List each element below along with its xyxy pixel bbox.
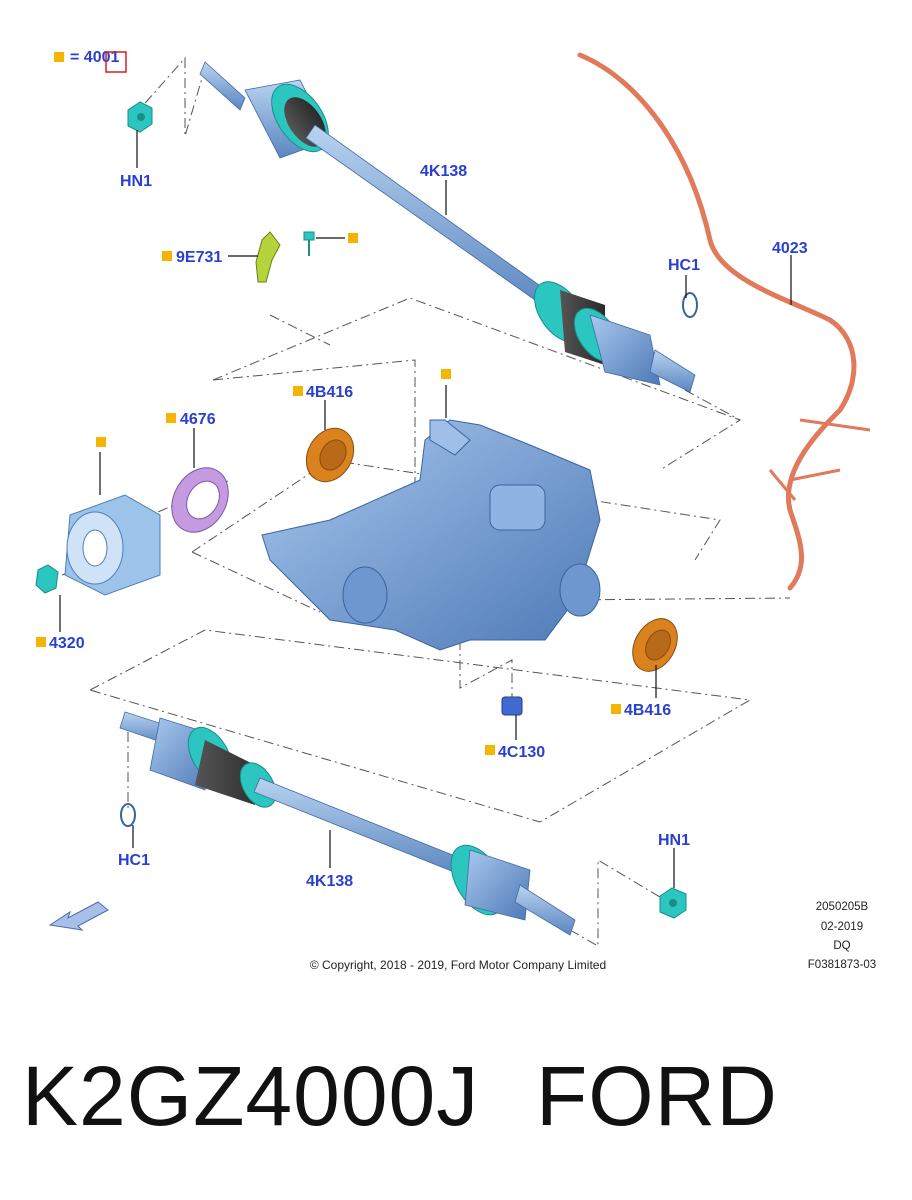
label-4b416-right: 4B416 [624, 702, 671, 719]
copyright-text: © Copyright, 2018 - 2019, Ford Motor Com… [310, 958, 606, 972]
brand-caption: FORD [536, 1049, 778, 1143]
clip-hc1-top [682, 292, 698, 318]
label-4023: 4023 [772, 240, 808, 257]
meta-line-2: 02-2019 [821, 921, 863, 933]
plug-4c130 [501, 696, 523, 716]
legend-text: = 4001 [70, 49, 119, 66]
label-4320: 4320 [49, 635, 85, 652]
leader-lines [59, 130, 792, 888]
marker-squares [36, 52, 621, 755]
label-hc1-top: HC1 [668, 257, 700, 274]
seal-4b416-right [632, 618, 678, 672]
meta-line-1: 2050205B [816, 901, 869, 913]
label-4k138-top: 4K138 [420, 163, 467, 180]
label-4k138-bottom: 4K138 [306, 873, 353, 890]
seal-4b416-left [305, 427, 355, 483]
sensor-9e731 [255, 231, 281, 283]
label-hc1-bottom: HC1 [118, 852, 150, 869]
label-hn1-bottom: HN1 [658, 832, 690, 849]
legend-highlight-box [105, 51, 127, 73]
clip-hc1-bottom [120, 803, 136, 827]
label-4b416-left: 4B416 [306, 384, 353, 401]
label-4c130: 4C130 [498, 744, 545, 761]
drive-shaft-bottom [119, 711, 576, 936]
label-hn1-top: HN1 [120, 173, 152, 190]
seal-4676 [171, 467, 229, 533]
label-9e731: 9E731 [176, 249, 222, 266]
label-4676: 4676 [180, 411, 216, 428]
drive-shaft-top [199, 61, 696, 393]
nut-hn1-top [127, 101, 153, 133]
part-number-caption: K2GZ4000J [22, 1049, 480, 1143]
meta-line-4: F0381873-03 [808, 959, 876, 971]
bolt-small [303, 231, 315, 256]
exploded-parts-diagram: = 4001 HN1 4K138 9E731 HC1 4023 4B416 46… [35, 49, 876, 972]
wiring-harness-4023 [577, 52, 871, 591]
nut-hn1-bottom [659, 887, 687, 919]
differential-housing [261, 419, 601, 651]
front-direction-arrow-icon [48, 901, 109, 931]
bushing-assembly [35, 494, 161, 596]
meta-line-3: DQ [833, 940, 850, 952]
